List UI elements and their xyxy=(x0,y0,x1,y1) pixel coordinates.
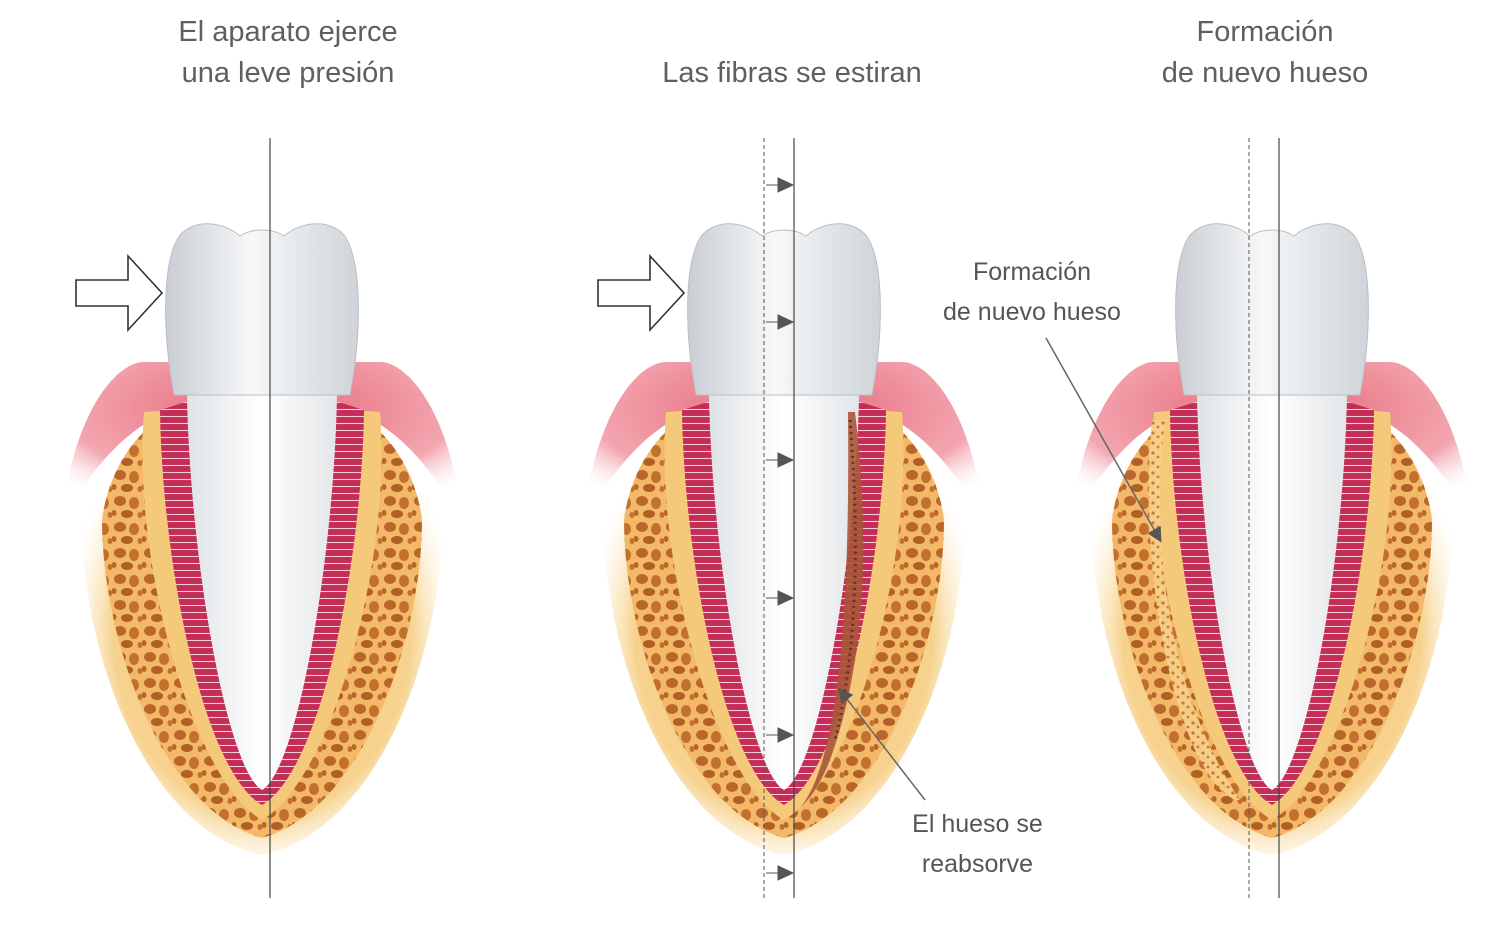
panel-3-title-line2: de nuevo hueso xyxy=(1161,57,1369,89)
new-bone-annotation-line1: Formación xyxy=(972,258,1092,286)
resorption-annotation-line2: reabsorve xyxy=(921,850,1034,878)
panel-3-title: Formación de nuevo hueso xyxy=(1100,12,1430,94)
pressure-arrow-1 xyxy=(75,253,164,333)
pressure-arrow-2 xyxy=(597,253,686,333)
panel-1-title: El aparato ejerce una leve presión xyxy=(118,12,458,94)
panel-2-title-line1: Las fibras se estiran xyxy=(662,57,922,89)
new-bone-pointer xyxy=(1045,337,1162,543)
panel-2-tooth xyxy=(583,223,985,856)
resorption-annotation: El hueso se reabsorve xyxy=(885,804,1070,884)
displacement-arrows xyxy=(766,177,795,881)
panel-3-title-line1: Formación xyxy=(1196,16,1334,48)
panel-2-title: Las fibras se estiran xyxy=(612,53,972,94)
resorption-annotation-line1: El hueso se xyxy=(912,810,1043,838)
panel-1-title-line2: una leve presión xyxy=(181,57,395,89)
panel-1-title-line1: El aparato ejerce xyxy=(178,16,398,48)
new-bone-annotation-line2: de nuevo hueso xyxy=(943,298,1121,326)
resorption-pointer xyxy=(838,687,926,801)
panel-1-tooth xyxy=(61,223,463,856)
new-bone-annotation: Formación de nuevo hueso xyxy=(922,252,1142,332)
panel-3-tooth xyxy=(1071,223,1473,856)
